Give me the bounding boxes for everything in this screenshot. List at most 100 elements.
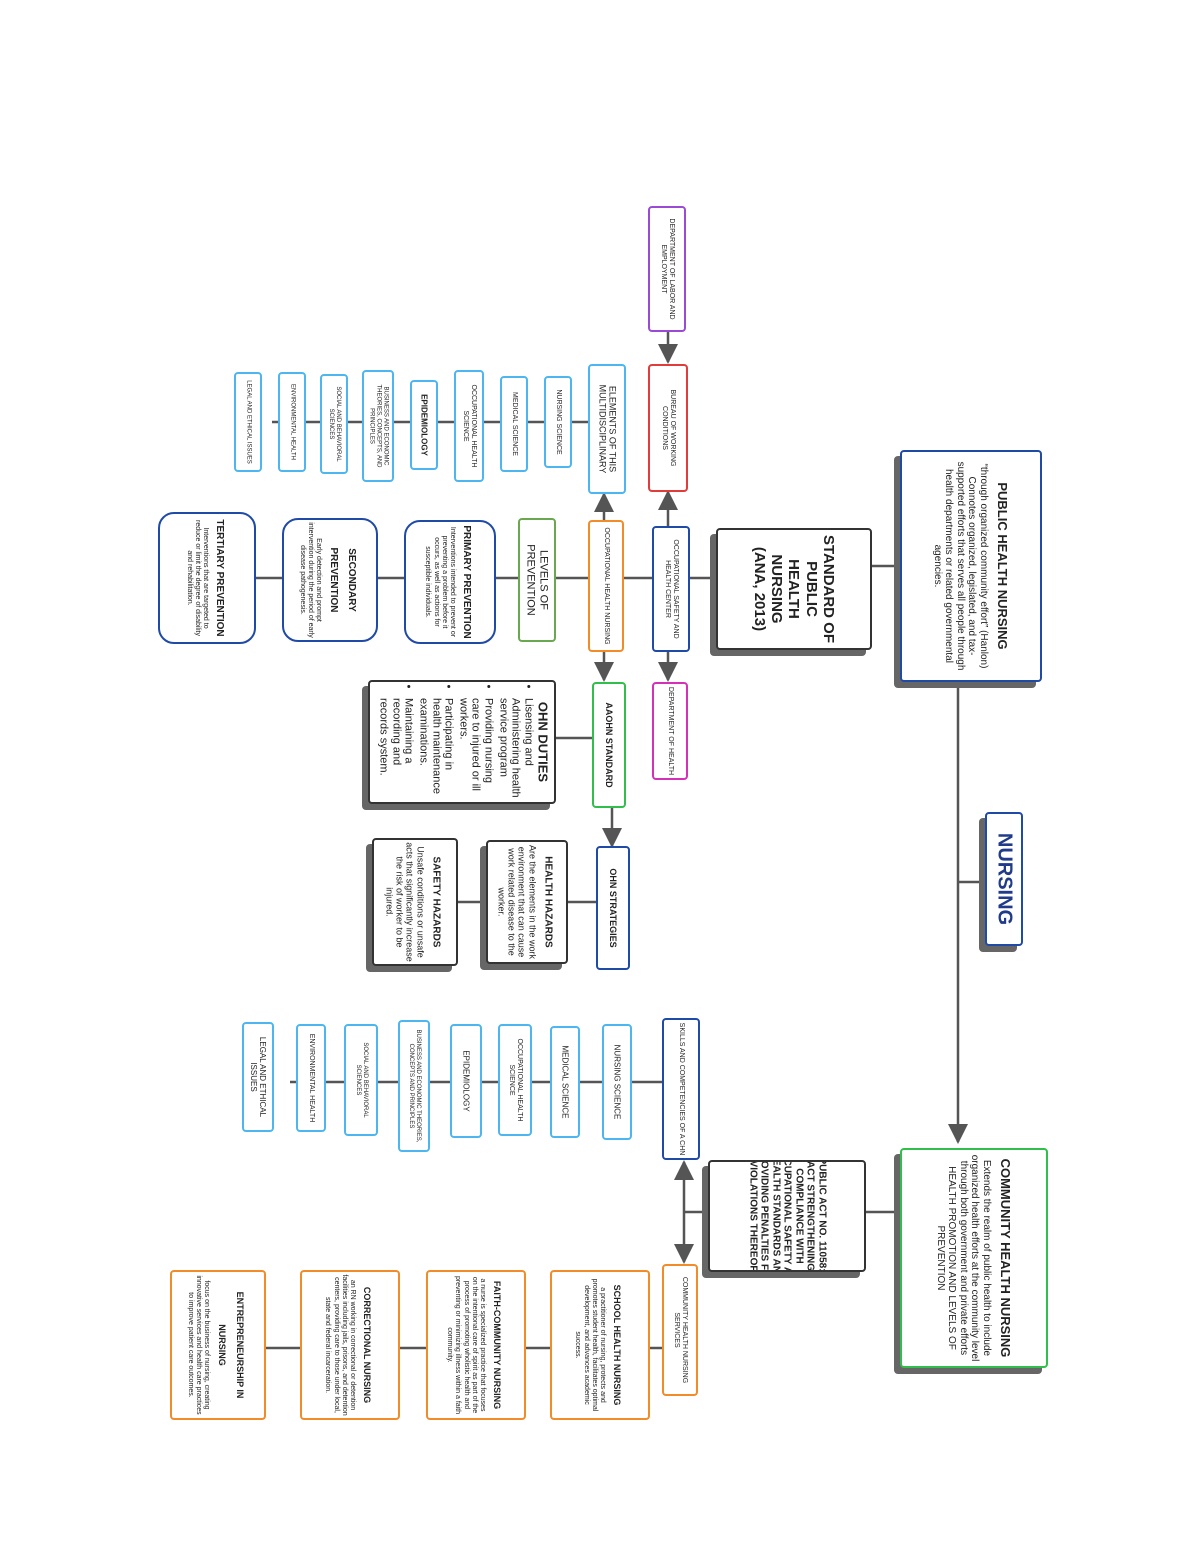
- skill-item[interactable]: SOCIAL AND BEHAVIORAL SCIENCES: [344, 1024, 378, 1136]
- faith-title: FAITH-COMMUNITY NURSING: [491, 1280, 502, 1410]
- element-item[interactable]: EPIDEMIOLOGY: [410, 380, 438, 470]
- chn-services-node[interactable]: COMMUNITY HEALTH NURSING SERVICES: [662, 1264, 698, 1396]
- doh-title: DEPARTMENT OF HEALTH: [667, 686, 675, 776]
- secondary-description: Early detection and prompt intervention …: [299, 522, 323, 638]
- ra-title: REPUBLIC ACT NO. 11058: AN ACT STRENGTHE…: [747, 1160, 828, 1272]
- standard-title: STANDARD OF PUBLIC HEALTH NURSING (ANA, …: [751, 534, 838, 644]
- entrepreneurship-node[interactable]: ENTREPRENEURSHIP IN NURSING focus on the…: [170, 1270, 266, 1420]
- school-content: SCHOOL HEALTH NURSING a practitioner of …: [573, 1274, 627, 1416]
- element-item-label: MEDICAL SCIENCE: [511, 392, 519, 456]
- entrepreneurship-title: ENTREPRENEURSHIP IN NURSING: [216, 1291, 245, 1399]
- strategies-title: OHN STRATEGIES: [608, 868, 619, 948]
- phn-description: “through organized community effort” (Ha…: [931, 461, 989, 671]
- ohn-duties-node[interactable]: OHN DUTIES Lisensing and Administering h…: [368, 680, 556, 804]
- skill-item-label: BUSINESS AND ECONOMIC THEORIES, CONCEPTS…: [408, 1029, 421, 1143]
- health-hazards-node[interactable]: HEALTH HAZARDS Are the elements in the w…: [486, 840, 568, 964]
- phn-content: PUBLIC HEALTH NURSING “through organized…: [931, 455, 1011, 677]
- faith-nursing-node[interactable]: FAITH-COMMUNITY NURSING a nurse is speci…: [426, 1270, 526, 1420]
- secondary-content: SECONDARY PREVENTION Early detection and…: [298, 522, 362, 638]
- secondary-prevention-node[interactable]: SECONDARY PREVENTION Early detection and…: [282, 518, 378, 642]
- aaohn-node[interactable]: AAOHN STANDARD: [592, 682, 626, 808]
- skill-item-label: MEDICAL SCIENCE: [560, 1045, 570, 1119]
- duties-content: OHN DUTIES Lisensing and Administering h…: [375, 684, 550, 800]
- safety-hazards-description: Unsafe conditions or unsafe acts that si…: [383, 842, 425, 962]
- chn-title: COMMUNITY HEALTH NURSING: [997, 1158, 1013, 1358]
- element-item-label: OCCUPATIONAL HEALTH SCIENCE: [462, 384, 478, 468]
- element-item[interactable]: NURSING SCIENCE: [544, 376, 572, 468]
- element-item[interactable]: OCCUPATIONAL HEALTH SCIENCE: [454, 370, 484, 482]
- entrepreneurship-description: focus on the business of nursing, creati…: [187, 1275, 211, 1415]
- skill-item-label: OCCUPATIONAL HEALTH SCIENCE: [508, 1038, 524, 1122]
- health-hazards-title: HEALTH HAZARDS: [542, 856, 554, 948]
- element-item-label: EPIDEMIOLOGY: [419, 394, 429, 456]
- element-item[interactable]: ENVIRONMENTAL HEALTH: [278, 372, 306, 472]
- primary-description: Interventions intended to prevent or pre…: [424, 526, 456, 638]
- skill-item[interactable]: EPIDEMIOLOGY: [450, 1024, 482, 1138]
- ohn-node[interactable]: OCCUPATIONAL HEALTH NURSING: [588, 520, 624, 652]
- skill-item[interactable]: MEDICAL SCIENCE: [550, 1026, 580, 1138]
- primary-content: PRIMARY PREVENTION Interventions intende…: [423, 524, 477, 640]
- levels-title: LEVELS OF PREVENTION: [525, 544, 550, 616]
- skill-item-label: LEGAL AND ETHICAL ISSUES: [249, 1036, 268, 1118]
- correctional-nursing-node[interactable]: CORRECTIONAL NURSING an RN working in co…: [300, 1270, 400, 1420]
- faith-content: FAITH-COMMUNITY NURSING a nurse is speci…: [445, 1274, 507, 1416]
- ohn-title: OCCUPATIONAL HEALTH NURSING: [603, 527, 611, 645]
- skill-item-label: EPIDEMIOLOGY: [461, 1050, 471, 1112]
- duties-item: Participating in health maintenance exam…: [417, 698, 454, 800]
- aaohn-title: AAOHN STANDARD: [604, 702, 615, 788]
- skill-item[interactable]: OCCUPATIONAL HEALTH SCIENCE: [498, 1024, 532, 1136]
- primary-prevention-node[interactable]: PRIMARY PREVENTION Interventions intende…: [404, 520, 496, 644]
- standard-node[interactable]: STANDARD OF PUBLIC HEALTH NURSING (ANA, …: [716, 528, 872, 650]
- tertiary-description: Interventions that are targeted to reduc…: [185, 520, 209, 636]
- correctional-content: CORRECTIONAL NURSING an RN working in co…: [323, 1274, 377, 1416]
- chn-description: Extends the realm of public health to in…: [934, 1154, 992, 1362]
- elements-title: ELEMENTS OF THIS MULTIDISCIPLINARY: [597, 384, 618, 474]
- element-item[interactable]: SOCIAL AND BEHAVIORAL SCIENCES: [320, 374, 348, 474]
- element-item[interactable]: BUSINESS AND ECONOMIC THEORIES, CONCEPTS…: [362, 370, 394, 482]
- school-title: SCHOOL HEALTH NURSING: [611, 1284, 622, 1406]
- correctional-title: CORRECTIONAL NURSING: [361, 1286, 372, 1404]
- safety-hazards-content: SAFETY HAZARDS Unsafe conditions or unsa…: [384, 842, 447, 962]
- elements-node[interactable]: ELEMENTS OF THIS MULTIDISCIPLINARY: [588, 364, 626, 494]
- skills-node[interactable]: SKILLS AND COMPETENCIES OF A CHN: [662, 1018, 700, 1160]
- school-description: a practitioner of nursing, protects and …: [574, 1278, 606, 1412]
- nursing-node[interactable]: NURSING: [985, 812, 1023, 946]
- duties-item: Providing nursing care to injured or ill…: [457, 698, 494, 800]
- skill-item[interactable]: ENVIRONMENTAL HEALTH: [296, 1024, 326, 1132]
- osh-center-title: OCCUPATIONAL SAFETY AND HEALTH CENTER: [664, 539, 680, 639]
- skill-item-label: ENVIRONMENTAL HEALTH: [308, 1033, 316, 1123]
- osh-center-node[interactable]: OCCUPATIONAL SAFETY AND HEALTH CENTER: [652, 526, 690, 652]
- duties-title: OHN DUTIES: [535, 701, 551, 783]
- nursing-title: NURSING: [993, 832, 1016, 926]
- dole-node[interactable]: DEPARTMENT OF LABOR AND EMPLOYMENT: [648, 206, 686, 332]
- element-item-label: NURSING SCIENCE: [555, 389, 563, 455]
- school-nursing-node[interactable]: SCHOOL HEALTH NURSING a practitioner of …: [550, 1270, 650, 1420]
- public-health-nursing-node[interactable]: PUBLIC HEALTH NURSING “through organized…: [900, 450, 1042, 682]
- duties-item: Lisensing and Administering health servi…: [496, 698, 534, 800]
- skill-item[interactable]: BUSINESS AND ECONOMIC THEORIES, CONCEPTS…: [398, 1020, 430, 1152]
- skill-item[interactable]: LEGAL AND ETHICAL ISSUES: [242, 1022, 274, 1132]
- skill-item[interactable]: NURSING SCIENCE: [602, 1024, 632, 1140]
- skill-item-label: SOCIAL AND BEHAVIORAL SCIENCES: [355, 1042, 368, 1118]
- element-item[interactable]: LEGAL AND ETHICAL ISSUES: [234, 372, 262, 472]
- republic-act-node[interactable]: REPUBLIC ACT NO. 11058: AN ACT STRENGTHE…: [708, 1160, 866, 1272]
- bureau-node[interactable]: BUREAU OF WORKING CONDITIONS: [648, 364, 688, 492]
- ohn-strategies-node[interactable]: OHN STRATEGIES: [596, 846, 630, 970]
- health-hazards-description: Are the elements in the work environment…: [495, 844, 537, 960]
- dole-title: DEPARTMENT OF LABOR AND EMPLOYMENT: [660, 218, 676, 320]
- duties-item: Maintaining a recording and records syst…: [377, 698, 414, 800]
- health-hazards-content: HEALTH HAZARDS Are the elements in the w…: [496, 844, 559, 960]
- bwc-title: BUREAU OF WORKING CONDITIONS: [661, 389, 677, 467]
- safety-hazards-node[interactable]: SAFETY HAZARDS Unsafe conditions or unsa…: [372, 838, 458, 966]
- element-item-label: BUSINESS AND ECONOMIC THEORIES, CONCEPTS…: [368, 384, 389, 468]
- levels-node[interactable]: LEVELS OF PREVENTION: [518, 518, 556, 642]
- tertiary-content: TERTIARY PREVENTION Interventions that a…: [184, 516, 230, 640]
- element-item[interactable]: MEDICAL SCIENCE: [500, 376, 528, 472]
- correctional-description: an RN working in correctional or detenti…: [324, 1274, 356, 1416]
- tertiary-prevention-node[interactable]: TERTIARY PREVENTION Interventions that a…: [158, 512, 256, 644]
- skills-title: SKILLS AND COMPETENCIES OF A CHN: [678, 1022, 686, 1156]
- community-health-nursing-node[interactable]: COMMUNITY HEALTH NURSING Extends the rea…: [900, 1148, 1048, 1368]
- doh-node[interactable]: DEPARTMENT OF HEALTH: [652, 682, 688, 780]
- element-item-label: ENVIRONMENTAL HEALTH: [289, 384, 296, 460]
